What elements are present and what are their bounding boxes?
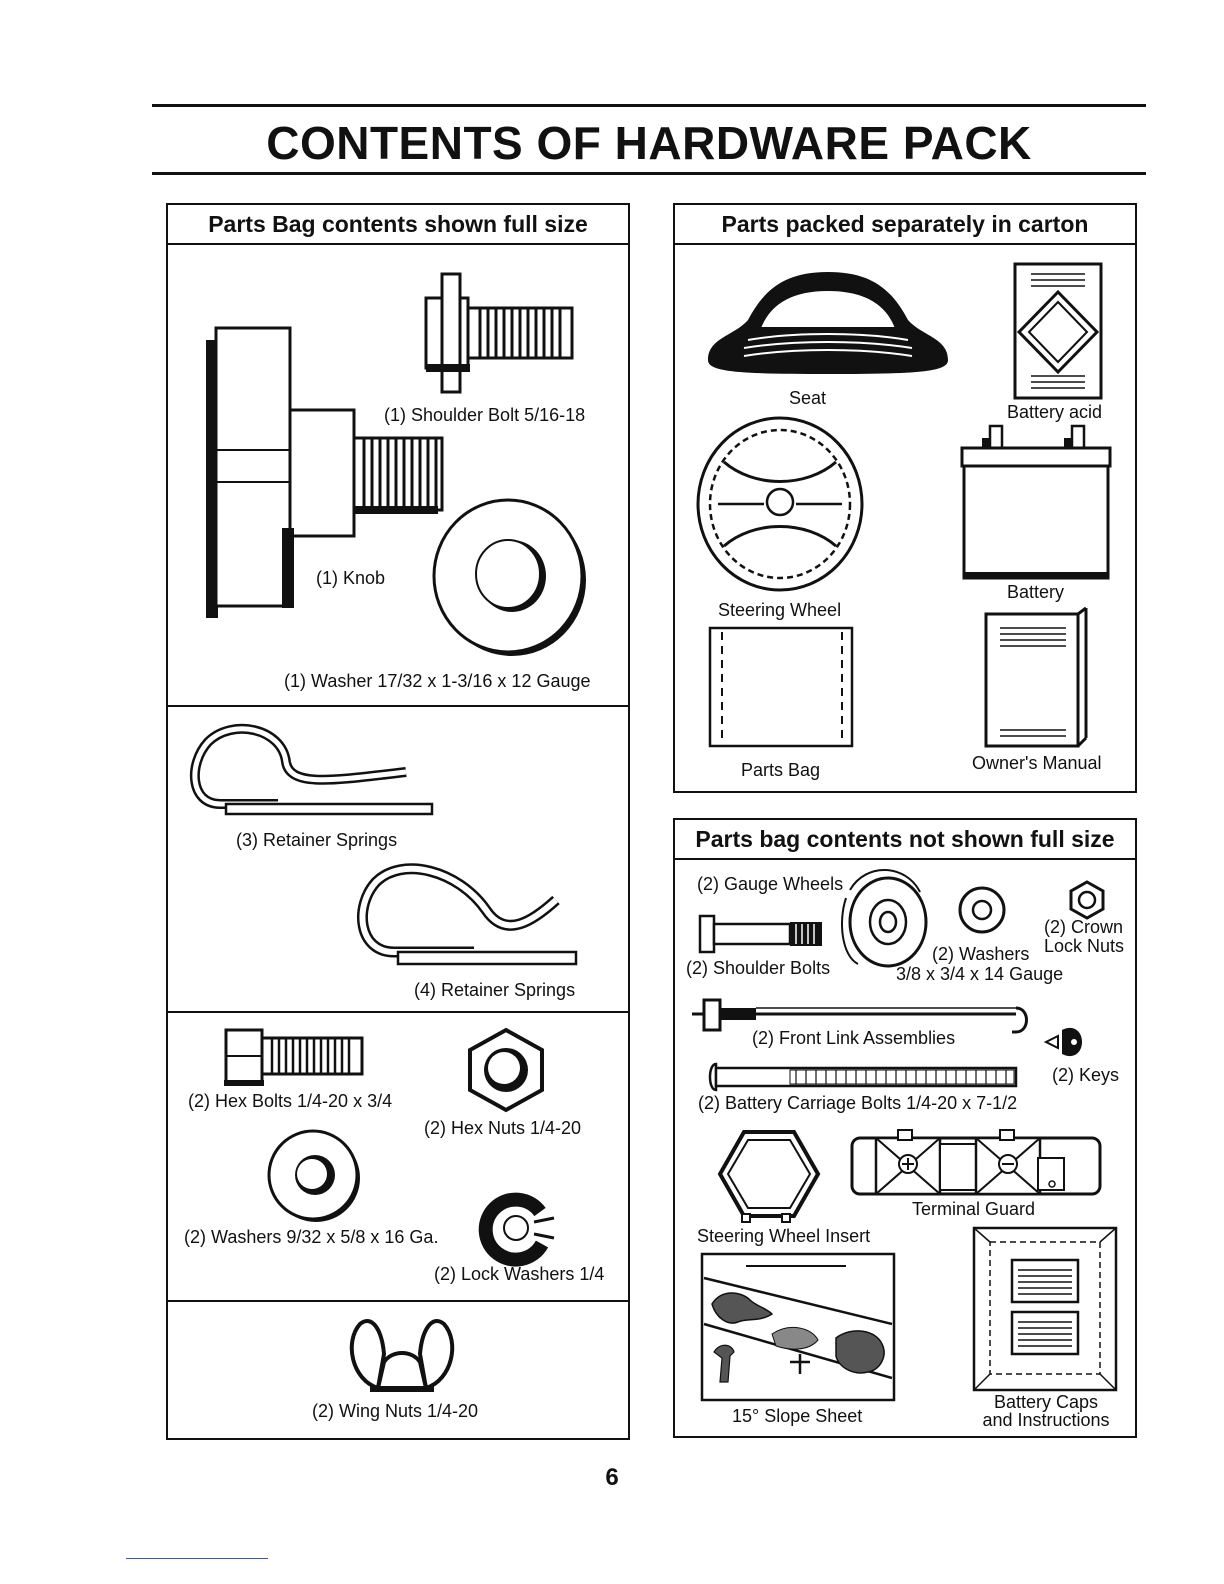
- parts-bag-icon: [708, 626, 854, 748]
- seat-icon: [708, 272, 948, 374]
- crown-lock-nuts-label-1: (2) Crown: [1044, 917, 1124, 937]
- gauge-wheel-icon: [841, 869, 928, 968]
- front-link-label: (2) Front Link Assemblies: [752, 1028, 956, 1048]
- retainer-springs-4-label: (4) Retainer Springs: [414, 980, 576, 1000]
- large-washer-label: (1) Washer 17/32 x 1-3/16 x 12 Gauge: [284, 671, 591, 691]
- steering-insert-label: Steering Wheel Insert: [697, 1226, 871, 1246]
- title-bottom-rule: [152, 172, 1146, 175]
- wing-nut-icon: [349, 1319, 455, 1392]
- parts-bag-label: Parts Bag: [741, 760, 821, 780]
- wing-nuts-label: (2) Wing Nuts 1/4-20: [312, 1401, 479, 1421]
- carton-parts-header: Parts packed separately in carton: [675, 205, 1135, 245]
- hex-nuts-label: (2) Hex Nuts 1/4-20: [424, 1118, 582, 1138]
- footer-line: [126, 1558, 268, 1559]
- seat-label: Seat: [789, 388, 827, 408]
- section-divider: [168, 1011, 628, 1013]
- section-divider: [168, 705, 628, 707]
- knob-icon: [206, 326, 444, 618]
- knob-label: (1) Knob: [316, 568, 386, 588]
- lock-washers-label: (2) Lock Washers 1/4: [434, 1264, 605, 1284]
- section-divider: [168, 1300, 628, 1302]
- large-washer-icon: [432, 498, 586, 656]
- page-title: CONTENTS OF HARDWARE PACK: [266, 117, 1032, 169]
- carton-parts-panel: Parts packed separately in carton: [673, 203, 1137, 793]
- steering-wheel-label: Steering Wheel: [718, 600, 842, 620]
- full-size-parts-panel: Parts Bag contents shown full size: [166, 203, 630, 1440]
- terminal-guard-label: Terminal Guard: [912, 1199, 1036, 1219]
- keys-label: (2) Keys: [1052, 1065, 1120, 1085]
- slope-sheet-icon: [700, 1252, 896, 1402]
- owners-manual-label: Owner's Manual: [972, 753, 1102, 773]
- bag-shoulder-bolt-icon: [698, 914, 822, 954]
- gauge-wheels-label: (2) Gauge Wheels: [697, 874, 844, 894]
- battery-acid-icon: [1013, 262, 1103, 400]
- retainer-spring-large-icon: [357, 863, 578, 966]
- retainer-spring-icon: [189, 723, 434, 816]
- battery-icon: [960, 424, 1112, 580]
- small-washers-label: (2) Washers 9/32 x 5/8 x 16 Ga.: [184, 1227, 439, 1247]
- page-number: 6: [605, 1464, 619, 1491]
- key-icon: [1043, 1027, 1082, 1057]
- title-top-rule: [152, 104, 1146, 107]
- bag-washers-size-label: 3/8 x 3/4 x 14 Gauge: [896, 964, 1064, 984]
- front-link-assembly-icon: [692, 998, 1028, 1034]
- bag-shoulder-bolts-label: (2) Shoulder Bolts: [686, 958, 831, 978]
- hex-nut-icon: [468, 1027, 544, 1113]
- battery-label: Battery: [1007, 582, 1065, 602]
- slope-sheet-label: 15° Slope Sheet: [732, 1406, 863, 1426]
- carriage-bolts-label: (2) Battery Carriage Bolts 1/4-20 x 7-1/…: [698, 1093, 1018, 1113]
- hex-bolt-icon: [224, 1028, 364, 1086]
- battery-acid-label: Battery acid: [1007, 402, 1103, 422]
- terminal-guard-icon: [850, 1129, 1102, 1196]
- full-size-parts-header: Parts Bag contents shown full size: [168, 205, 628, 245]
- shoulder-bolt-icon: [424, 272, 574, 394]
- hex-bolts-label: (2) Hex Bolts 1/4-20 x 3/4: [188, 1091, 393, 1111]
- battery-caps-label-2: and Instructions: [982, 1410, 1110, 1430]
- crown-lock-nut-icon: [1069, 880, 1105, 920]
- battery-caps-label-1: Battery Caps: [993, 1392, 1099, 1412]
- lock-washer-icon: [478, 1192, 555, 1267]
- bag-washers-label: (2) Washers: [932, 944, 1030, 964]
- small-washer-icon: [267, 1129, 360, 1222]
- retainer-springs-3-label: (3) Retainer Springs: [236, 830, 398, 850]
- crown-lock-nuts-label-2: Lock Nuts: [1044, 936, 1125, 956]
- bag-parts-panel: Parts bag contents not shown full size: [673, 818, 1137, 1438]
- steering-wheel-icon: [696, 416, 864, 592]
- bag-washer-icon: [958, 886, 1006, 934]
- owners-manual-icon: [984, 606, 1088, 748]
- shoulder-bolt-label: (1) Shoulder Bolt 5/16-18: [384, 405, 586, 425]
- bag-parts-header: Parts bag contents not shown full size: [675, 820, 1135, 860]
- carriage-bolt-icon: [708, 1062, 1018, 1092]
- steering-wheel-insert-icon: [717, 1130, 821, 1223]
- battery-caps-icon: [972, 1226, 1118, 1392]
